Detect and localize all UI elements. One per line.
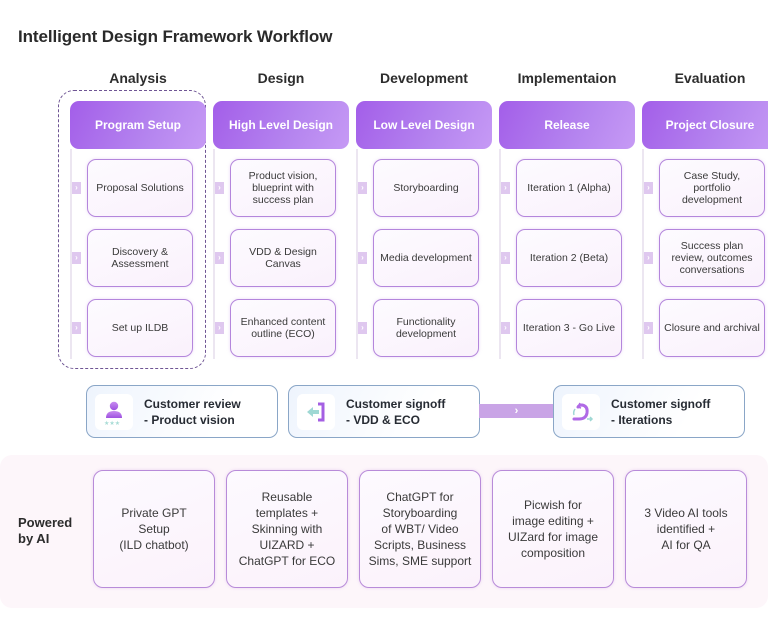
timeline-rail	[70, 149, 72, 359]
review-title: Customer review	[144, 396, 241, 411]
chevron-right-icon: ›	[501, 322, 510, 334]
chevron-right-icon: ›	[72, 252, 81, 264]
step-card[interactable]: Storyboarding	[373, 159, 479, 217]
ai-tool-card[interactable]: 3 Video AI tools identified + AI for QA	[625, 470, 747, 588]
chevron-right-icon: ›	[72, 182, 81, 194]
phase-button[interactable]: Low Level Design	[356, 101, 492, 149]
step-card[interactable]: Iteration 2 (Beta)	[516, 229, 622, 287]
column-heading: Development	[380, 70, 468, 86]
step-card[interactable]: Iteration 1 (Alpha)	[516, 159, 622, 217]
signoff-subtitle: - Iterations	[611, 412, 673, 427]
chevron-right-icon: ›	[358, 252, 367, 264]
user-rating-icon: ★★★	[95, 393, 133, 430]
signoff-title: Customer signoff	[346, 396, 446, 411]
timeline-rail	[213, 149, 215, 359]
phase-button[interactable]: Project Closure	[642, 101, 768, 149]
page-title: Intelligent Design Framework Workflow	[18, 27, 333, 46]
phase-button[interactable]: Release	[499, 101, 635, 149]
column-heading: Implementaion	[517, 70, 617, 86]
sign-in-icon	[297, 393, 335, 430]
svg-text:★★★: ★★★	[104, 420, 120, 426]
customer-review-card[interactable]: ★★★ Customer review - Product vision	[86, 385, 278, 438]
chevron-right-icon: ›	[644, 322, 653, 334]
ai-tool-card[interactable]: Reusable templates + Skinning with UIZAR…	[226, 470, 348, 588]
column-evaluation: Evaluation Project Closure › Case Study,…	[642, 68, 768, 359]
powered-by-ai-label: Powered by AI	[18, 515, 72, 547]
chevron-right-icon: ›	[215, 182, 224, 194]
chevron-right-icon: ›	[644, 182, 653, 194]
step-card[interactable]: Iteration 3 - Go Live	[516, 299, 622, 357]
customer-signoff-card[interactable]: Customer signoff - VDD & ECO	[288, 385, 480, 438]
analysis-highlight-frame	[58, 90, 206, 369]
timeline-rail	[642, 149, 644, 359]
ai-tool-card[interactable]: ChatGPT for Storyboarding of WBT/ Video …	[359, 470, 481, 588]
chevron-right-icon: ›	[358, 182, 367, 194]
step-card[interactable]: Product vision, blueprint with success p…	[230, 159, 336, 217]
step-card[interactable]: Proposal Solutions	[87, 159, 193, 217]
column-heading: Design	[257, 70, 305, 86]
step-card[interactable]: VDD & Design Canvas	[230, 229, 336, 287]
signoff-title: Customer signoff	[611, 396, 711, 411]
step-card[interactable]: Success plan review, outcomes conversati…	[659, 229, 765, 287]
step-card[interactable]: Closure and archival	[659, 299, 765, 357]
signoff-subtitle: - VDD & ECO	[346, 412, 421, 427]
phase-button[interactable]: High Level Design	[213, 101, 349, 149]
timeline-rail	[499, 149, 501, 359]
column-heading: Evaluation	[674, 70, 746, 86]
chevron-right-icon: ›	[501, 252, 510, 264]
customer-signoff-iterations-card[interactable]: Customer signoff - Iterations	[553, 385, 745, 438]
step-card[interactable]: Case Study, portfolio development	[659, 159, 765, 217]
step-card[interactable]: Media development	[373, 229, 479, 287]
column-development: Development Low Level Design › Storyboar…	[356, 68, 492, 359]
iteration-cycle-icon	[562, 393, 600, 430]
ai-label-line: by AI	[18, 531, 50, 546]
step-card[interactable]: Functionality development	[373, 299, 479, 357]
phase-button[interactable]: Program Setup	[70, 101, 206, 149]
ai-label-line: Powered	[18, 515, 73, 530]
chevron-right-icon: ›	[72, 322, 81, 334]
chevron-right-icon: ›	[358, 322, 367, 334]
chevron-right-icon: ›	[215, 252, 224, 264]
chevron-right-icon: ›	[215, 322, 224, 334]
step-card[interactable]: Discovery & Assessment	[87, 229, 193, 287]
column-heading: Analysis	[109, 70, 167, 86]
step-card[interactable]: Enhanced content outline (ECO)	[230, 299, 336, 357]
chevron-right-icon: ›	[644, 252, 653, 264]
ai-tool-card[interactable]: Picwish for image editing + UIZard for i…	[492, 470, 614, 588]
ai-tool-card[interactable]: Private GPT Setup (ILD chatbot)	[93, 470, 215, 588]
column-design: Design High Level Design › Product visio…	[213, 68, 349, 359]
step-card[interactable]: Set up ILDB	[87, 299, 193, 357]
timeline-rail	[356, 149, 358, 359]
chevron-right-icon: ›	[501, 182, 510, 194]
review-subtitle: - Product vision	[144, 412, 235, 427]
chevron-right-icon: ›	[479, 404, 554, 418]
column-implementation: Implementaion Release › Iteration 1 (Alp…	[499, 68, 635, 359]
column-analysis: Analysis Program Setup › Proposal Soluti…	[70, 68, 206, 359]
